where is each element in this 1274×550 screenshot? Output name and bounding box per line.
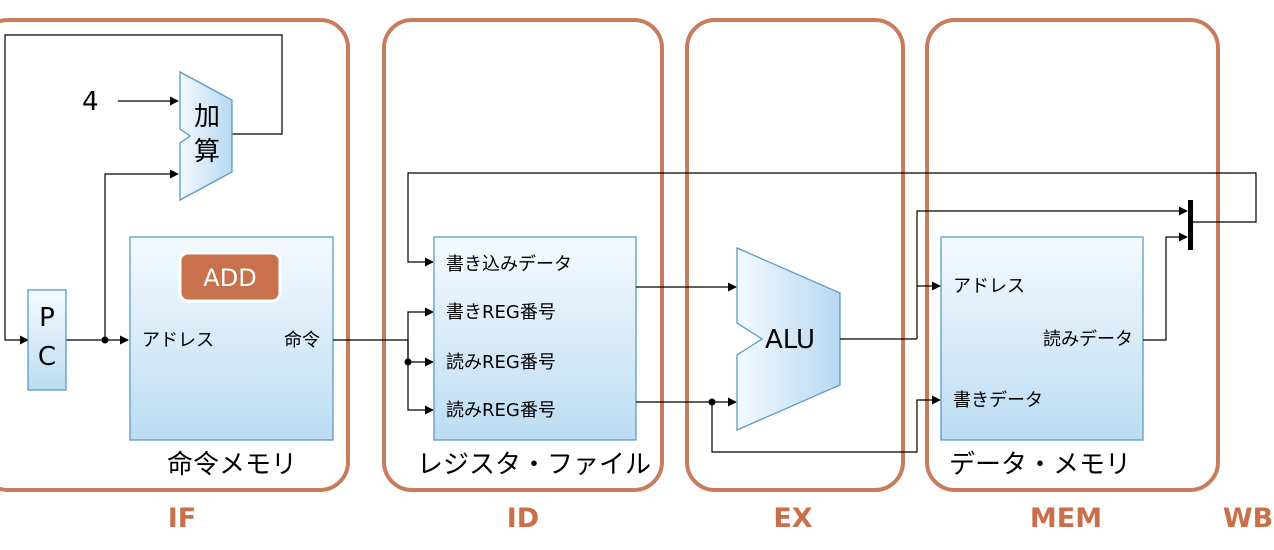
add-badge-label: ADD [203,264,256,292]
rf-write-reg-label: 書きREG番号 [446,302,556,323]
register-file-block [433,236,637,441]
data-memory-title: データ・メモリ [949,450,1131,480]
adder-block [179,70,233,202]
const-four: 4 [82,87,99,117]
stage-label-if: IF [168,503,197,534]
stage-label-ex: EX [773,503,812,534]
read-data2-to-dmem-wire [711,395,941,453]
imem-output-label: 命令 [284,330,320,351]
pc-to-adder-wire [104,169,179,340]
read-data-to-wb-mux-wire [1143,232,1188,341]
pc-feedback-wire [4,34,283,345]
adder-label-2: 算 [194,137,220,167]
stage-label-mem: MEM [1030,503,1102,534]
dmem-write-data-label: 書きデータ [953,390,1043,411]
wb-mux-bar [1188,200,1193,250]
pc-label-p: P [39,303,55,333]
inst-to-read-reg2-wire [407,362,434,415]
add-badge [178,251,282,303]
imem-title: 命令メモリ [167,450,297,480]
writeback-wire [407,172,1257,267]
inst-to-write-reg-wire [407,307,434,362]
alu-label: ALU [765,325,815,355]
stage-label-id: ID [507,503,539,534]
stage-box-mem [925,18,1220,492]
data-memory-block [940,236,1144,441]
stage-label-wb: WB [1223,503,1273,534]
register-file-title: レジスタ・ファイル [417,450,651,480]
pc-register [27,289,67,391]
adder-label-1: 加 [194,102,220,132]
imem-address-label: アドレス [142,330,214,351]
rf-read-reg2-label: 読みREG番号 [446,400,556,421]
stage-box-ex [685,18,905,492]
alu-block [736,247,841,431]
dmem-address-label: アドレス [953,276,1025,297]
stage-box-id [382,18,664,492]
rf-write-data-label: 書き込みデータ [446,254,572,275]
dmem-read-data-label: 読みデータ [1043,329,1133,350]
rf-read-reg1-label: 読みREG番号 [446,352,556,373]
pc-label-c: C [38,342,56,372]
inst-to-read-reg1-wire [407,340,434,367]
stage-box-if [0,18,350,492]
alu-to-wb-mux-wire [916,206,1188,286]
